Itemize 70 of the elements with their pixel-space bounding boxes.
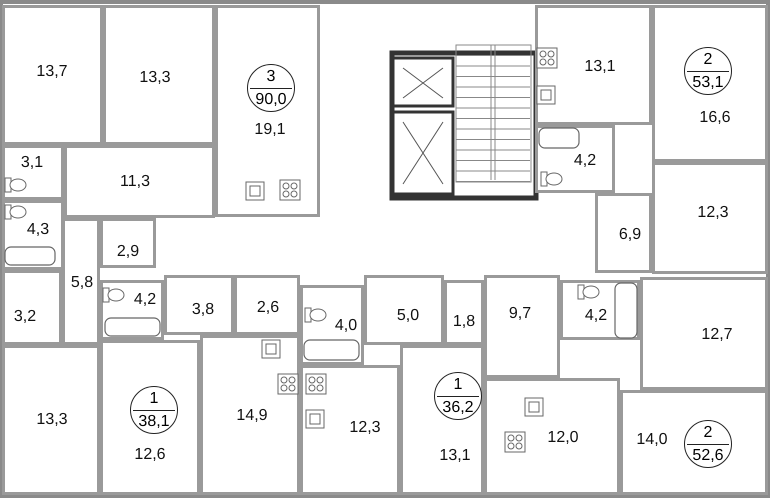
- room-outline: [652, 162, 768, 274]
- room-outline: [620, 390, 768, 495]
- room-area: 13,1: [584, 58, 616, 76]
- room-outline: [652, 5, 768, 162]
- room-area: 4,2: [584, 307, 608, 325]
- apartment-badge: [684, 420, 732, 468]
- room-count: 3: [266, 68, 276, 86]
- apartment-badge: [130, 386, 178, 434]
- room-outline: [215, 5, 320, 217]
- room-area: 14,0: [636, 431, 668, 449]
- room-area: 2,9: [116, 243, 140, 261]
- room-outline: [103, 5, 215, 145]
- room-outline: [640, 277, 768, 390]
- apartment-area: 36,2: [435, 399, 481, 417]
- room-area: 9,7: [508, 305, 532, 323]
- room-outline: [200, 335, 300, 495]
- room-outline: [2, 5, 103, 145]
- room-count: 2: [702, 51, 714, 69]
- room-count: 1: [148, 390, 160, 408]
- room-area: 5,8: [70, 274, 94, 292]
- room-area: 12,6: [134, 446, 166, 464]
- room-outline: [2, 270, 62, 345]
- room-area: 2,6: [256, 299, 280, 317]
- room-outline: [62, 218, 100, 345]
- room-area: 19,1: [254, 121, 286, 139]
- room-area: 13,3: [139, 69, 171, 87]
- room-area: 3,2: [14, 308, 36, 326]
- room-outline: [364, 275, 444, 345]
- room-outline: [100, 340, 200, 495]
- room-outline: [100, 218, 156, 268]
- apartment-badge: [247, 64, 295, 112]
- room-area: 13,1: [439, 447, 471, 465]
- apartment-badge: [684, 47, 732, 95]
- room-area: 16,6: [699, 109, 731, 127]
- room-outline: [535, 5, 652, 125]
- room-area: 12,7: [701, 326, 733, 344]
- room-count: 2: [702, 424, 714, 442]
- room-outline: [484, 378, 620, 495]
- room-outline: [2, 345, 100, 495]
- room-area: 11,3: [120, 173, 150, 191]
- room-outline: [300, 365, 400, 495]
- room-outline: [64, 145, 215, 218]
- room-area: 3,1: [20, 154, 44, 172]
- room-area: 14,9: [236, 407, 268, 425]
- apartment-area: 38,1: [131, 413, 177, 431]
- room-outline: [234, 275, 300, 335]
- room-area: 12,3: [697, 204, 729, 222]
- apartment-area: 53,1: [685, 74, 731, 92]
- apartment-area: 52,6: [685, 447, 731, 465]
- room-outline: [164, 275, 234, 335]
- room-outline: [444, 280, 484, 345]
- room-area: 3,8: [192, 301, 214, 319]
- room-area: 4,0: [334, 317, 358, 335]
- room-outline: [595, 193, 652, 273]
- room-area: 1,8: [452, 313, 476, 331]
- room-area: 4,3: [26, 221, 50, 239]
- room-count: 1: [452, 376, 464, 394]
- room-area: 4,2: [134, 291, 156, 309]
- room-area: 12,0: [547, 429, 579, 447]
- apartment-badge: [434, 372, 482, 420]
- apartment-area: 90,0: [248, 91, 294, 109]
- room-area: 4,2: [574, 152, 596, 170]
- room-area: 6,9: [618, 226, 642, 244]
- room-outline: [2, 145, 64, 200]
- room-area: 5,0: [396, 307, 420, 325]
- room-outline: [484, 275, 560, 378]
- room-outline: [400, 345, 484, 495]
- room-area: 12,3: [349, 419, 381, 437]
- room-area: 13,3: [36, 411, 68, 429]
- room-area: 13,7: [36, 63, 68, 81]
